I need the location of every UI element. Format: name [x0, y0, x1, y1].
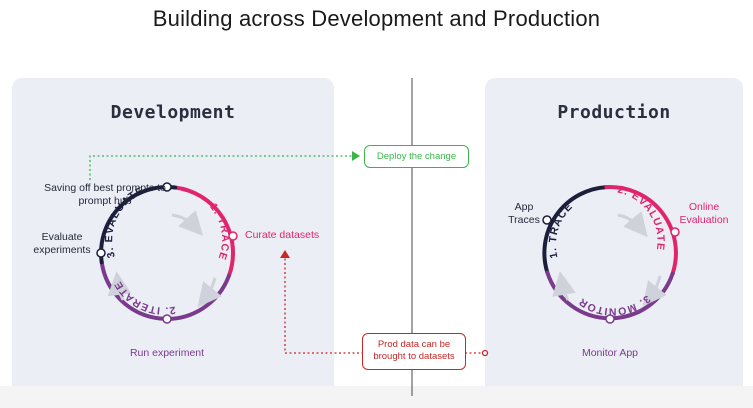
prod-trace-arc: [542, 185, 609, 275]
dev-stage-iterate: 2. ITERATE: [112, 278, 175, 316]
deploy-callout: Deploy the change: [364, 145, 469, 168]
run-experiment-label: Run experiment: [129, 347, 205, 359]
development-title: Development: [110, 102, 236, 123]
bottom-strip: [0, 386, 753, 408]
svg-text:2. ITERATE: 2. ITERATE: [112, 278, 176, 316]
prod-data-origin: [481, 349, 489, 357]
prod-inner-arrow-3: [552, 271, 576, 301]
prod-node-monitor: [605, 314, 615, 324]
trace-arc: [173, 185, 235, 278]
node-run: [162, 314, 172, 324]
prod-node-online-eval: [670, 227, 680, 237]
curate-datasets-label: Curate datasets: [245, 229, 320, 241]
inner-arrow-3: [107, 271, 132, 301]
prod-data-arrowhead: [280, 250, 290, 258]
evaluate-experiments-label: Evaluate experiments: [33, 231, 91, 256]
saving-prompts-label: Saving off best prompts to prompt hub: [44, 182, 166, 207]
page-title: Building across Development and Producti…: [152, 6, 601, 31]
dev-stage-trace: 1. TRACE: [207, 201, 230, 262]
prod-evaluate-arc: [604, 185, 678, 276]
svg-text:1. TRACE: 1. TRACE: [207, 201, 231, 262]
monitor-app-label: Monitor App: [581, 347, 639, 359]
prod-stage-trace: 1. TRACE: [547, 200, 574, 259]
inner-arrow-1: [171, 210, 204, 236]
prod-inner-arrow-2: [642, 275, 667, 307]
node-top: [162, 182, 172, 192]
node-evaluate-experiments: [96, 248, 106, 258]
online-evaluation-label: Online Evaluation: [679, 201, 729, 226]
prod-node-app-traces: [542, 215, 552, 225]
node-curate: [228, 231, 238, 241]
production-title: Production: [557, 102, 671, 123]
evaluate-arc: [99, 185, 178, 265]
deploy-connector: [89, 155, 352, 180]
deploy-arrowhead: [352, 151, 360, 161]
app-traces-label: App Traces: [508, 201, 540, 226]
inner-arrow-2: [197, 277, 222, 308]
development-panel: [12, 78, 334, 396]
svg-text:1. TRACE: 1. TRACE: [547, 200, 575, 259]
prod-inner-arrow-1: [617, 211, 648, 238]
production-panel: [485, 78, 743, 396]
prod-data-connector: [284, 256, 485, 354]
prod-data-callout: Prod data can be brought to datasets: [362, 333, 466, 370]
